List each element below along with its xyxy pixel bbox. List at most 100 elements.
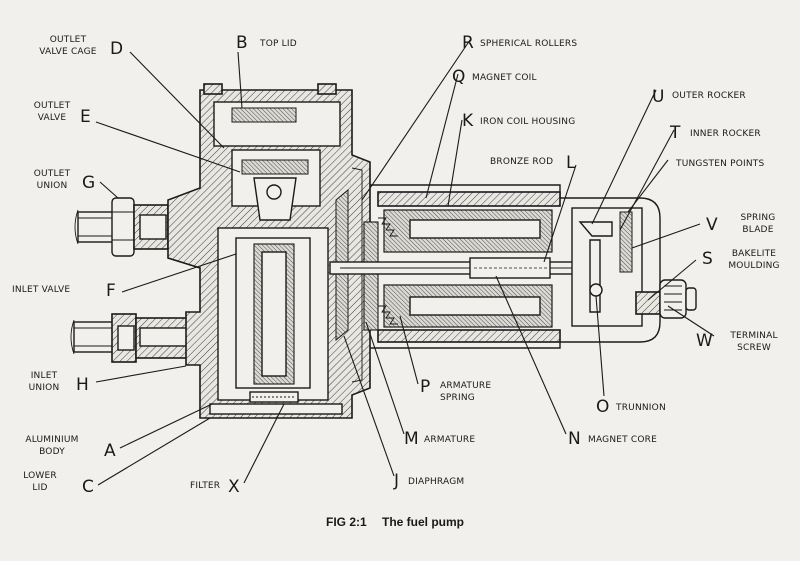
label-filter: FILTER X [190,477,240,497]
svg-text:R: R [462,33,474,53]
label-spring-blade: V SPRING BLADE [706,213,775,235]
leader-m [365,321,405,435]
leader-l [543,164,577,263]
top-lid [231,107,297,123]
leader-v [631,223,701,249]
svg-text:TRUNNION: TRUNNION [615,403,666,413]
trunnion [589,283,603,297]
svg-text:E: E [80,107,91,127]
leader-r [361,39,471,201]
svg-text:BLADE: BLADE [742,225,773,235]
svg-text:MAGNET CORE: MAGNET CORE [588,435,657,445]
leader-u [591,89,657,225]
label-magnet-coil: Q MAGNET COIL [452,67,537,87]
svg-text:TOP LID: TOP LID [259,39,297,49]
label-magnet-core: N MAGNET CORE [568,429,657,449]
armature [363,221,379,331]
leader-j [343,335,395,477]
svg-text:O: O [596,397,609,417]
svg-text:IRON COIL HOUSING: IRON COIL HOUSING [480,117,575,127]
svg-text:SCREW: SCREW [737,343,771,353]
figure-caption: FIG 2:1 The fuel pump [326,515,464,529]
outlet-pipe [74,197,169,257]
iron-coil-housing [377,191,561,207]
label-inner-rocker: T INNER ROCKER [669,123,761,143]
svg-text:ARMATURE: ARMATURE [440,381,491,391]
svg-text:INNER ROCKER: INNER ROCKER [690,129,761,139]
svg-text:F: F [106,281,116,301]
svg-text:A: A [104,441,116,461]
svg-text:L: L [566,153,576,173]
svg-text:OUTLET: OUTLET [34,101,71,111]
svg-text:TUNGSTEN POINTS: TUNGSTEN POINTS [675,159,764,169]
label-outlet-union: OUTLET UNION G [34,169,95,193]
bakelite-moulding [635,291,661,315]
pump-body-drawing [70,83,697,419]
label-top-lid: B TOP LID [236,33,297,53]
svg-text:OUTER ROCKER: OUTER ROCKER [672,91,746,101]
leader-f [121,253,237,293]
leader-e [95,121,241,173]
armature-spring [378,217,398,237]
callout-labels: OUTLET VALVE CAGE D OUTLET VALVE E OUTLE… [12,33,779,497]
svg-text:UNION: UNION [37,181,68,191]
svg-text:S: S [702,249,713,269]
label-aluminium-body: ALUMINIUM BODY A [25,435,116,461]
svg-text:C: C [82,477,94,497]
label-outlet-valve-cage: OUTLET VALVE CAGE D [39,35,123,59]
leader-c [97,417,211,486]
svg-text:M: M [404,429,419,449]
svg-text:U: U [652,87,664,107]
label-lower-lid: LOWER LID C [23,471,94,497]
svg-text:P: P [420,377,430,397]
svg-text:J: J [393,471,399,491]
svg-text:ALUMINIUM: ALUMINIUM [25,435,78,445]
inlet-pipe [70,313,199,363]
label-trunnion: O TRUNNION [596,397,666,417]
svg-text:MAGNET COIL: MAGNET COIL [472,73,537,83]
svg-text:BODY: BODY [39,447,65,457]
leader-a [119,403,213,449]
outer-rocker [578,221,613,237]
svg-text:G: G [82,173,95,193]
label-bronze-rod: BRONZE ROD L [490,153,576,173]
label-outer-rocker: U OUTER ROCKER [652,87,746,107]
svg-text:VALVE CAGE: VALVE CAGE [39,47,97,57]
svg-text:B: B [236,33,248,53]
svg-text:V: V [706,215,718,235]
svg-text:H: H [76,375,89,395]
svg-text:W: W [696,331,713,351]
svg-text:SPRING: SPRING [440,393,475,403]
svg-text:N: N [568,429,581,449]
label-outlet-valve: OUTLET VALVE E [34,101,91,127]
leader-h [95,365,187,383]
leader-t [619,129,675,231]
svg-text:X: X [228,477,240,497]
label-armature-spring: P ARMATURE SPRING [420,377,491,403]
leader-p [399,315,419,385]
svg-text:INLET: INLET [31,371,58,381]
svg-text:LOWER: LOWER [23,471,57,481]
label-inlet-union: INLET UNION H [29,371,89,395]
svg-text:MOULDING: MOULDING [728,261,779,271]
svg-text:D: D [110,39,123,59]
leader-n [495,275,567,435]
leader-s [647,259,697,301]
label-tungsten-points: TUNGSTEN POINTS [675,159,764,169]
svg-text:SPRING: SPRING [741,213,776,223]
svg-text:OUTLET: OUTLET [34,169,71,179]
leader-w [667,305,715,337]
svg-text:VALVE: VALVE [38,113,67,123]
svg-text:SPHERICAL ROLLERS: SPHERICAL ROLLERS [480,39,577,49]
svg-text:K: K [462,111,474,131]
label-terminal-screw: W TERMINAL SCREW [696,331,777,353]
leader-o [595,295,605,397]
figure-title: The fuel pump [382,515,464,529]
svg-text:LID: LID [32,483,47,493]
leader-q [425,73,459,199]
label-armature: M ARMATURE [404,429,475,449]
leader-b [237,51,243,109]
leader-lines [95,39,715,486]
svg-text:Q: Q [452,67,465,87]
leader-x [243,403,285,484]
